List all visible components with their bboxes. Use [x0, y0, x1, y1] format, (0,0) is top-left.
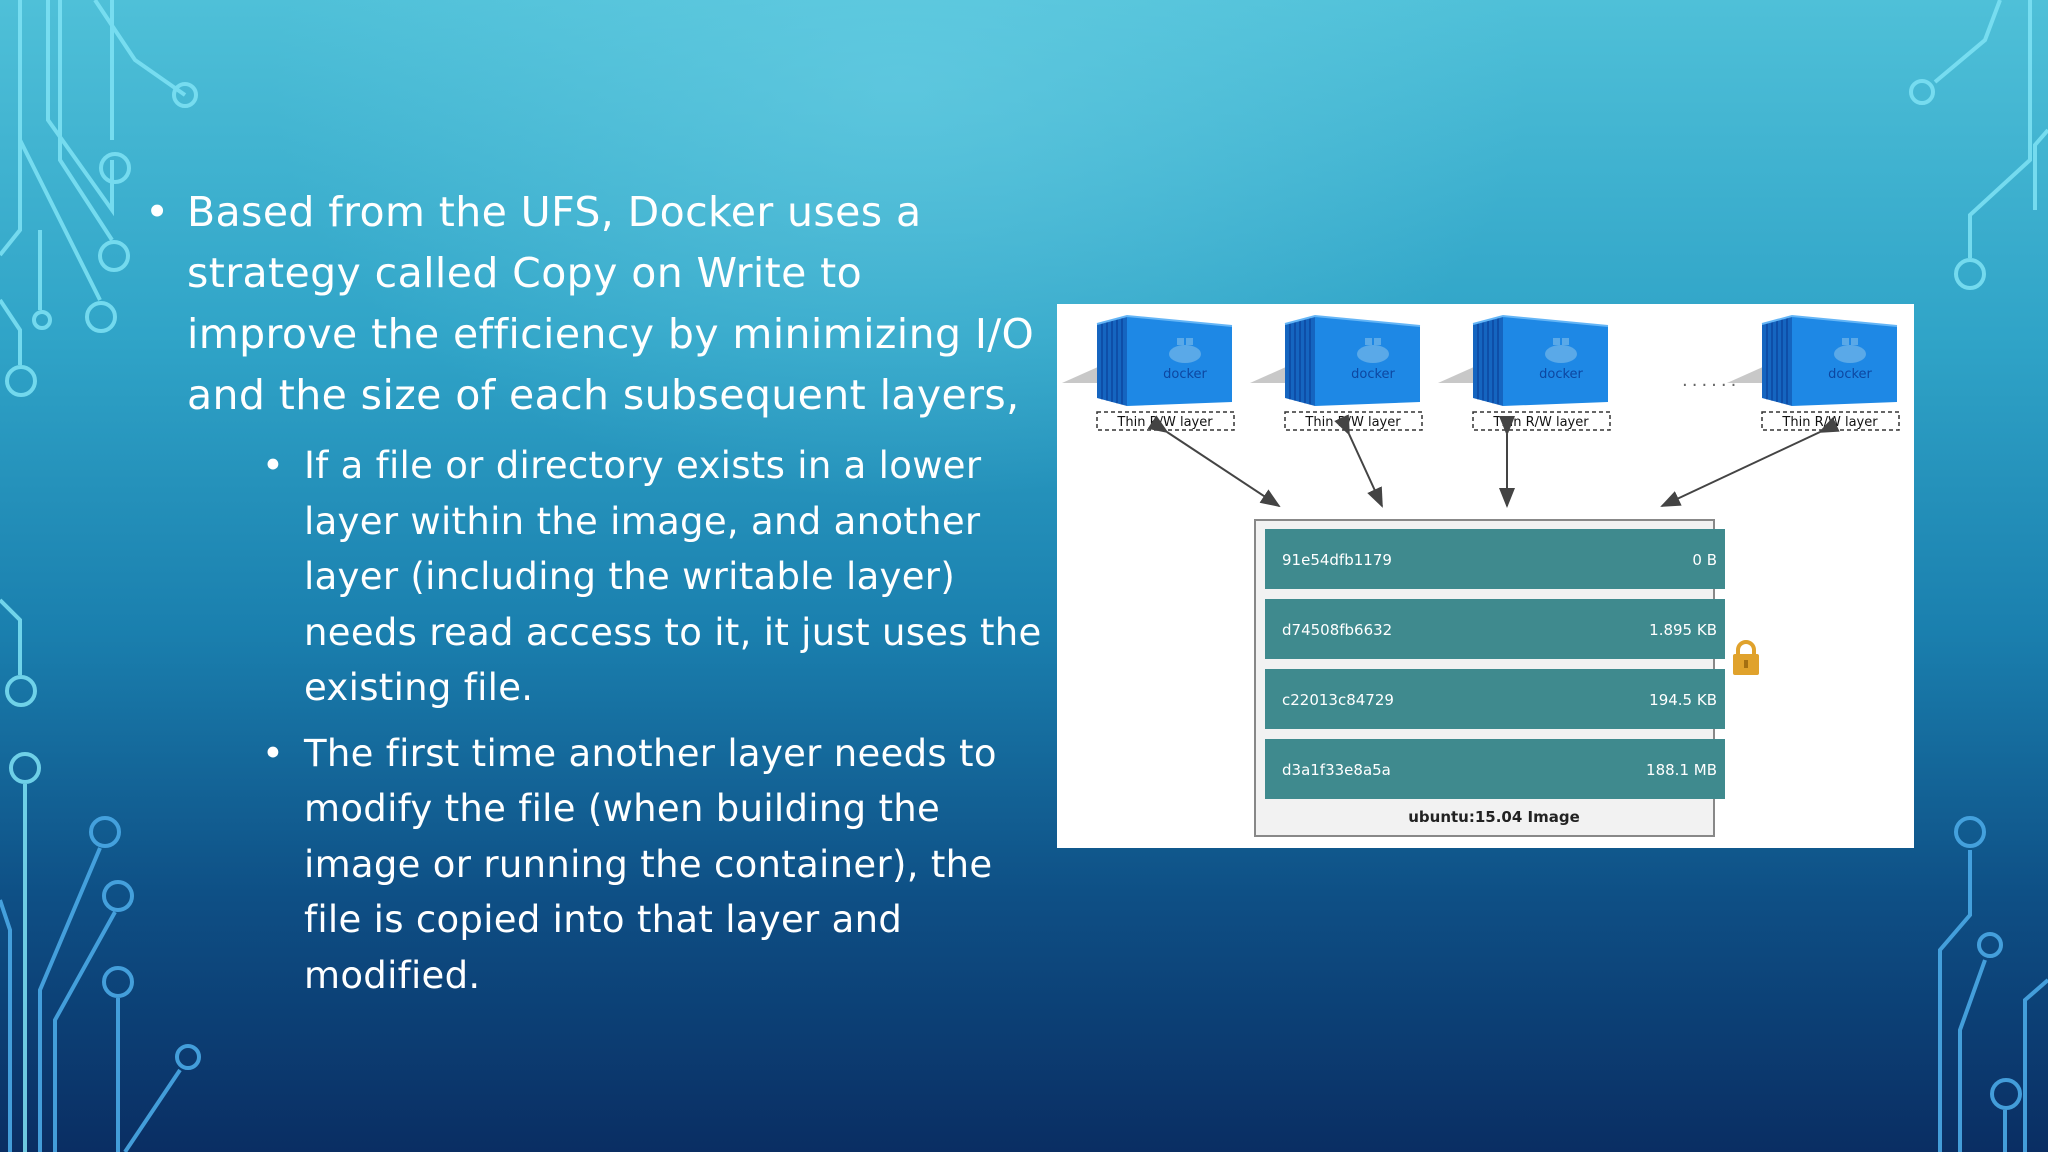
- slide-bullets: Based from the UFS, Docker uses a strate…: [145, 182, 1045, 1003]
- arrow-icon: [1660, 417, 1840, 507]
- sub-bullet-read-access: If a file or directory exists in a lower…: [262, 438, 1045, 716]
- rw-layer-label: Thin R/W layer: [1781, 415, 1878, 430]
- bullet-main: Based from the UFS, Docker uses a strate…: [145, 182, 1045, 1003]
- image-label: ubuntu:15.04 Image: [1408, 808, 1580, 826]
- rw-layer-label: Thin R/W layer: [1304, 415, 1401, 430]
- container-brand: docker: [1539, 367, 1583, 382]
- container-icon: [1096, 314, 1233, 406]
- container-brand: docker: [1828, 367, 1872, 382]
- layer-bar: [1265, 669, 1725, 729]
- layer-size: 188.1 MB: [1646, 761, 1717, 779]
- sub-bullet-copy-on-write: The first time another layer needs to mo…: [262, 726, 1045, 1004]
- sub-bullets: If a file or directory exists in a lower…: [187, 438, 1045, 1003]
- arrow-icon: [1147, 415, 1281, 508]
- layer-bar: [1265, 739, 1725, 799]
- bullet-main-text: Based from the UFS, Docker uses a strate…: [187, 188, 1035, 419]
- layer-id: c22013c84729: [1282, 691, 1394, 709]
- image-layer: 91e54dfb1179 0 B: [1265, 529, 1725, 589]
- layer-size: 0 B: [1692, 551, 1717, 569]
- layer-bar: [1265, 599, 1725, 659]
- layer-bar: [1265, 529, 1725, 589]
- layer-id: d3a1f33e8a5a: [1282, 761, 1391, 779]
- ellipsis-text: ......: [1682, 370, 1740, 391]
- image-layers: 91e54dfb1179 0 B d74508fb6632 1.895 KB c2201…: [1265, 529, 1725, 799]
- image-layer: d74508fb6632 1.895 KB: [1265, 599, 1725, 659]
- layer-size: 194.5 KB: [1649, 691, 1717, 709]
- layer-size: 1.895 KB: [1649, 621, 1717, 639]
- layer-id: d74508fb6632: [1282, 621, 1392, 639]
- arrow-icon: [1334, 414, 1383, 508]
- image-layer: d3a1f33e8a5a 188.1 MB: [1265, 739, 1725, 799]
- sub-bullet-text: If a file or directory exists in a lower…: [304, 444, 1042, 709]
- arrows: [1147, 414, 1840, 508]
- lock-icon: [1733, 640, 1759, 675]
- rw-layer-label: Thin R/W layer: [1116, 415, 1213, 430]
- container-icon: [1472, 314, 1609, 406]
- layer-id: 91e54dfb1179: [1282, 551, 1392, 569]
- container-brand: docker: [1351, 367, 1395, 382]
- container-brand: docker: [1163, 367, 1207, 382]
- image-layer: c22013c84729 194.5 KB: [1265, 669, 1725, 729]
- sub-bullet-text: The first time another layer needs to mo…: [304, 731, 997, 997]
- container-icon: [1761, 314, 1898, 406]
- rw-layer-label: Thin R/W layer: [1492, 415, 1589, 430]
- container-icon: [1284, 314, 1421, 406]
